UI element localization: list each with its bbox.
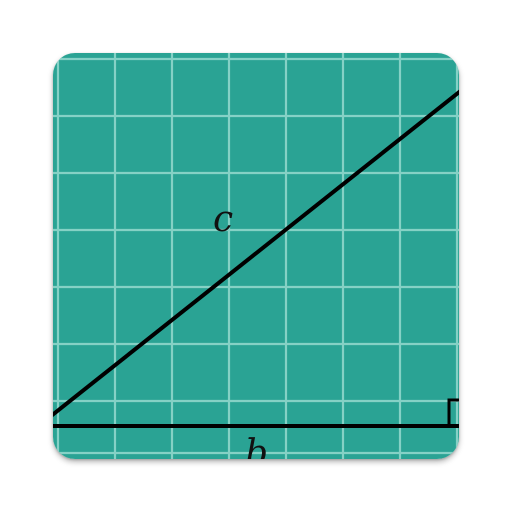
right-triangle (53, 89, 459, 428)
app-icon-tile[interactable]: c b (53, 53, 459, 459)
hypotenuse-label: c (213, 199, 233, 240)
right-triangle-grid-icon: c b (53, 53, 459, 459)
tile-background (53, 53, 459, 459)
hypotenuse-line (53, 89, 459, 417)
grid-lines (53, 53, 459, 459)
right-angle-marker (447, 398, 459, 426)
base-label: b (245, 433, 268, 459)
